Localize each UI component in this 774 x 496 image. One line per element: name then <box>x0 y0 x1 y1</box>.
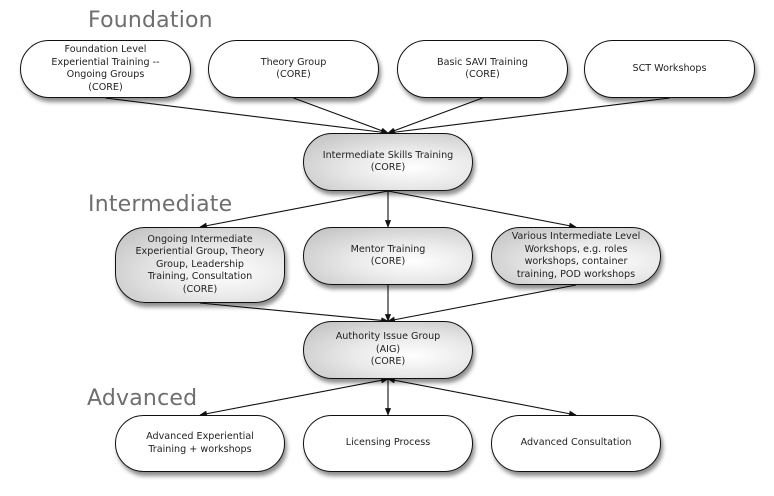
node-intermediate-skills-training[interactable]: Intermediate Skills Training (CORE) <box>303 133 473 191</box>
node-label: Basic SAVI Training (CORE) <box>437 56 528 81</box>
edge-various-intermediate-to-aig <box>387 284 577 323</box>
node-label: Various Intermediate Level Workshops, e.… <box>511 231 641 280</box>
edge-intermediate-skills-to-ongoing-intermediate <box>199 190 389 229</box>
node-various-intermediate-workshops[interactable]: Various Intermediate Level Workshops, e.… <box>491 227 661 285</box>
node-label: Advanced Experiential Training + worksho… <box>146 431 254 455</box>
edge-theory-group-to-intermediate-skills <box>293 97 389 134</box>
edge-intermediate-skills-to-various-intermediate <box>387 190 577 229</box>
edge-ongoing-intermediate-to-aig <box>199 302 389 324</box>
edge-foundation-experiential-to-intermediate-skills <box>105 97 389 136</box>
node-licensing-process[interactable]: Licensing Process <box>303 415 473 472</box>
node-label: Intermediate Skills Training (CORE) <box>322 149 454 174</box>
node-label: Authority Issue Group (AIG) (CORE) <box>335 331 441 368</box>
edge-basic-savi-to-intermediate-skills <box>387 97 483 134</box>
node-sct-workshops[interactable]: SCT Workshops <box>584 40 755 98</box>
node-label: Ongoing Intermediate Experiential Group,… <box>135 233 265 295</box>
section-title-foundation: Foundation <box>88 8 213 33</box>
node-mentor-training[interactable]: Mentor Training (CORE) <box>303 227 473 285</box>
node-basic-savi-training[interactable]: Basic SAVI Training (CORE) <box>397 40 568 98</box>
edge-aig-to-advanced-consultation <box>387 377 577 417</box>
section-title-advanced: Advanced <box>87 386 198 411</box>
node-label: Mentor Training (CORE) <box>350 243 426 268</box>
edge-sct-workshops-to-intermediate-skills <box>387 97 670 136</box>
node-ongoing-intermediate-group[interactable]: Ongoing Intermediate Experiential Group,… <box>115 227 285 303</box>
node-authority-issue-group[interactable]: Authority Issue Group (AIG) (CORE) <box>303 321 473 379</box>
node-label: Advanced Consultation <box>520 437 632 449</box>
node-advanced-experiential-training[interactable]: Advanced Experiential Training + worksho… <box>115 415 285 472</box>
node-label: Foundation Level Experiential Training -… <box>51 44 160 93</box>
edge-aig-to-advanced-experiential <box>199 377 389 417</box>
node-label: SCT Workshops <box>632 62 707 74</box>
node-theory-group[interactable]: Theory Group (CORE) <box>208 40 379 98</box>
section-title-intermediate: Intermediate <box>88 192 233 217</box>
node-advanced-consultation[interactable]: Advanced Consultation <box>491 415 661 472</box>
node-label: Theory Group (CORE) <box>260 56 327 81</box>
node-foundation-experiential-training[interactable]: Foundation Level Experiential Training -… <box>20 40 191 98</box>
node-label: Licensing Process <box>345 437 431 449</box>
